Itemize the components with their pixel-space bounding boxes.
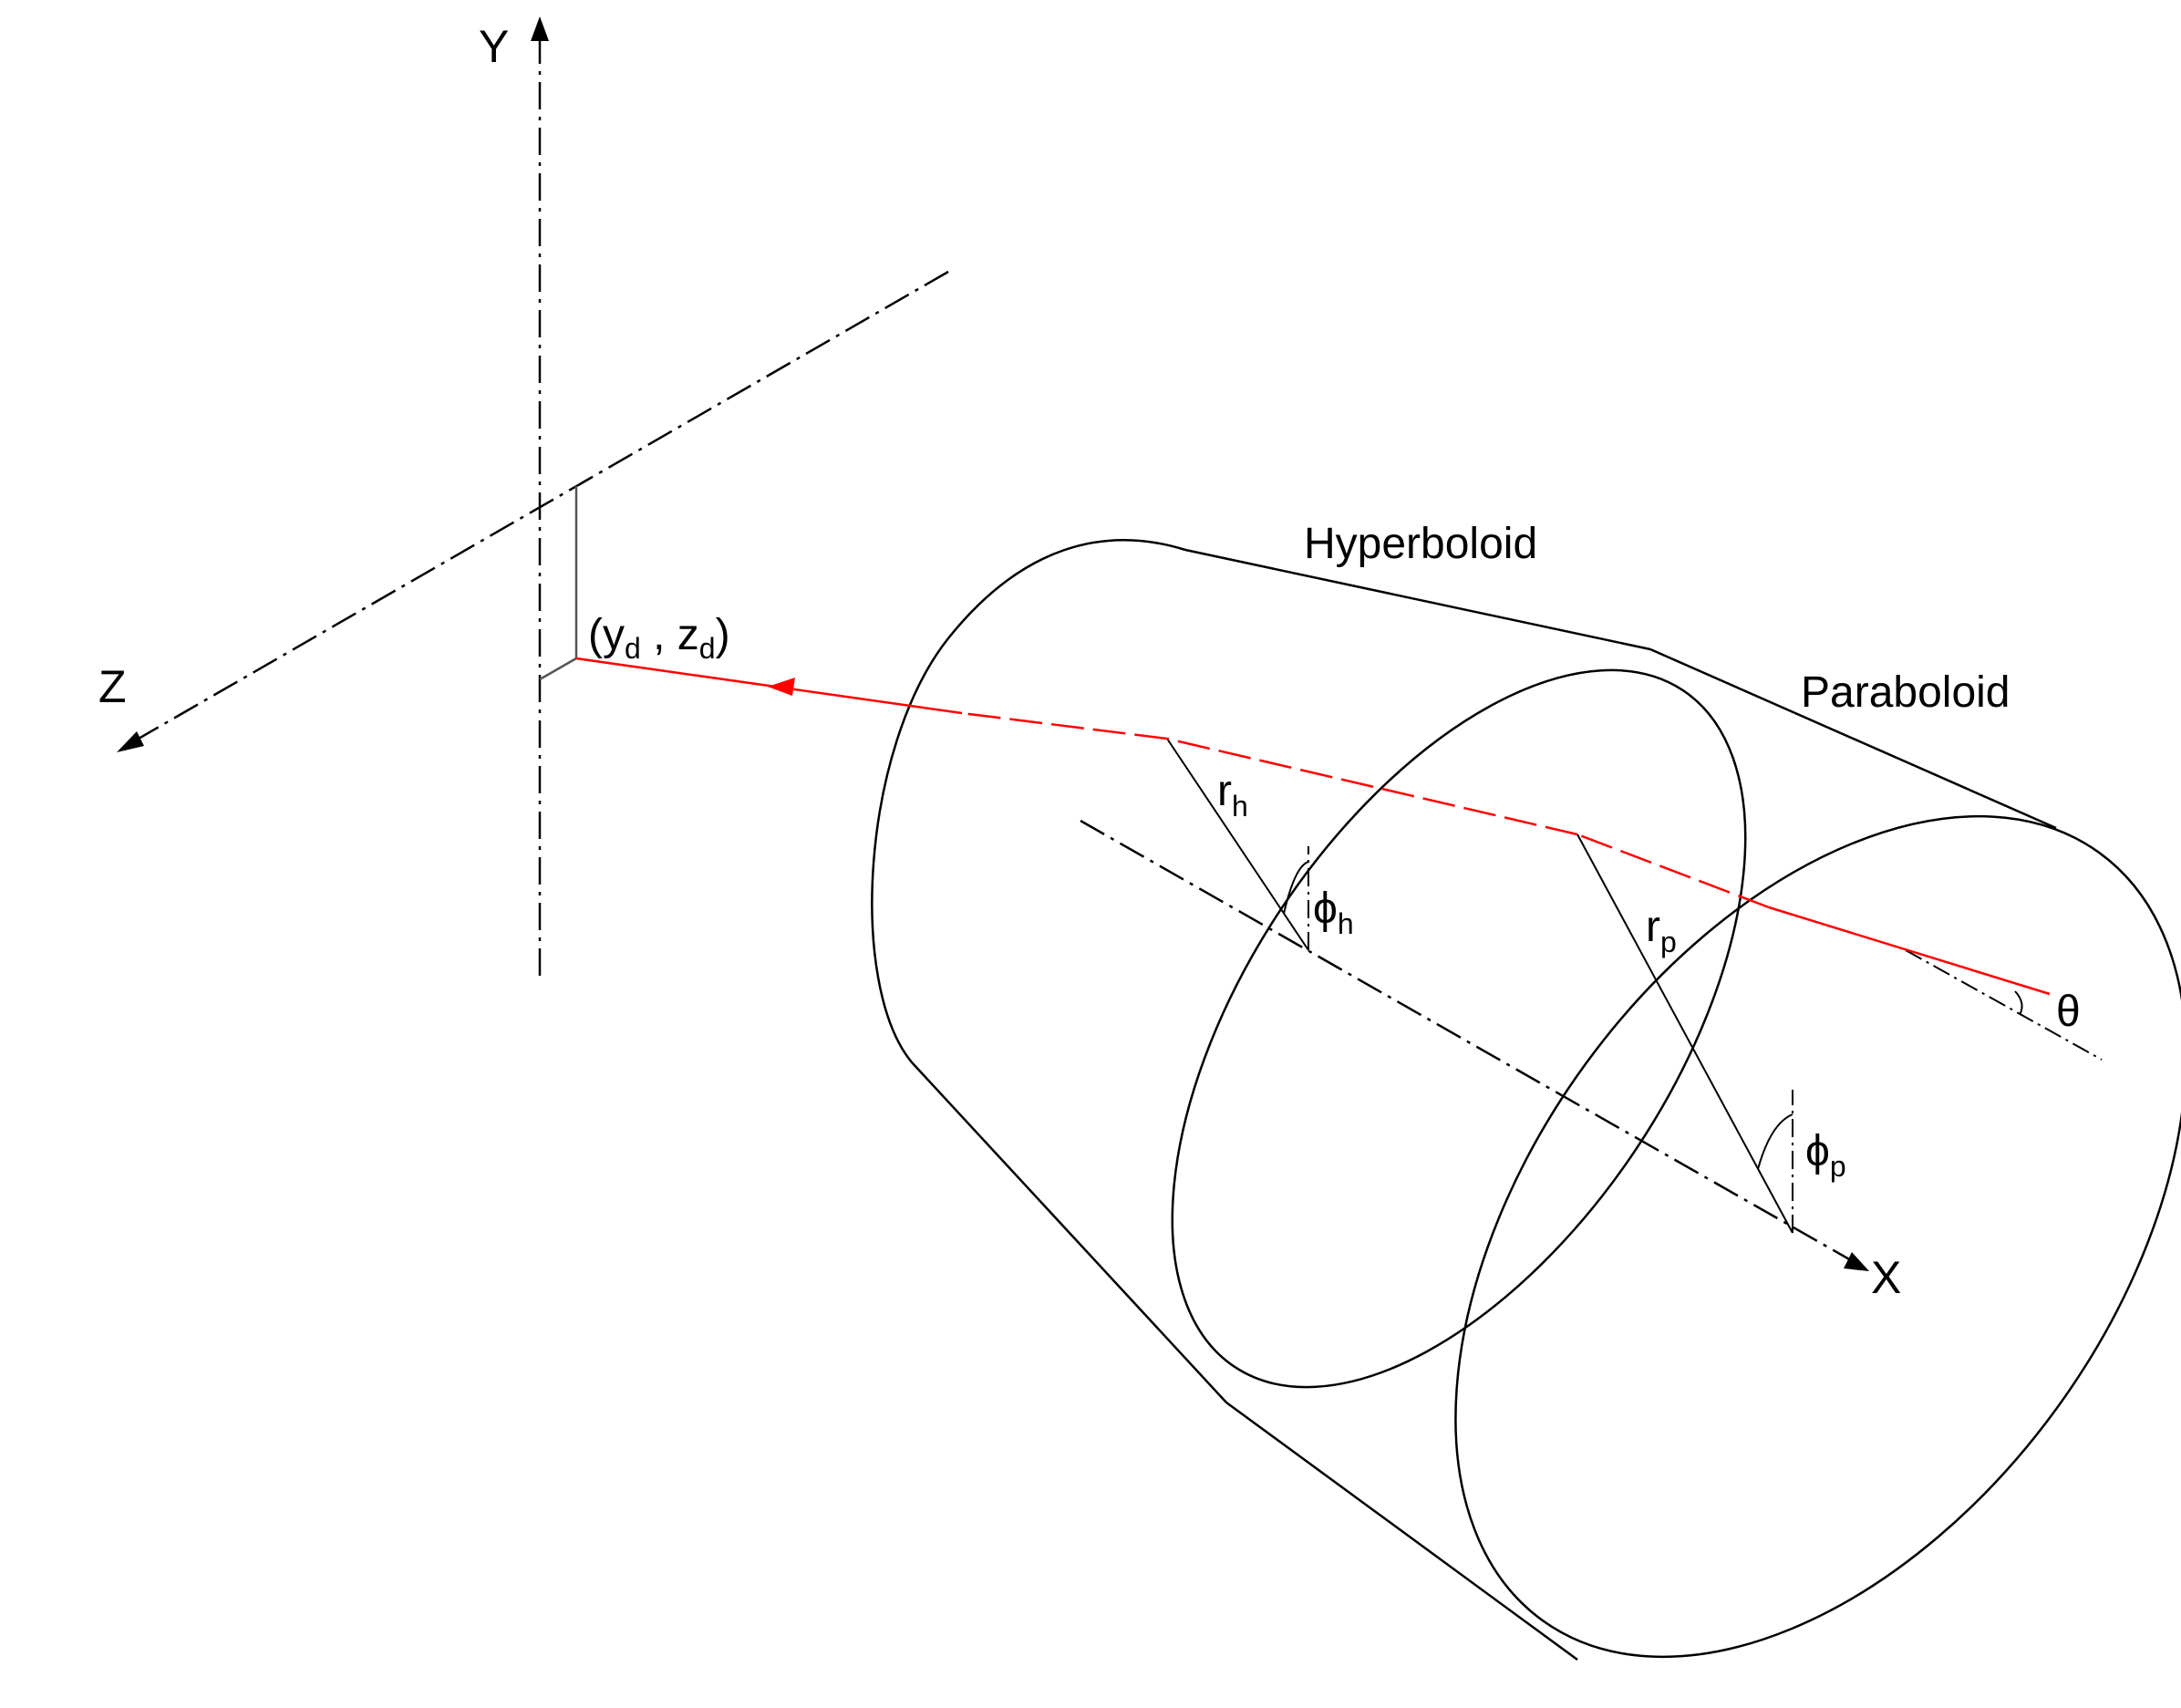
x-axis	[1080, 819, 1869, 1271]
y-axis	[531, 16, 549, 976]
hyperboloid-section	[871, 539, 1747, 1403]
r-h-label: rh	[1217, 767, 1248, 823]
hyperboloid-label: Hyperboloid	[1304, 520, 1537, 568]
y-axis-label: Y	[479, 21, 509, 72]
phi-h-label: ϕh	[1313, 885, 1354, 940]
detector-projection	[539, 486, 578, 681]
ray-path	[575, 657, 2051, 996]
paraboloid-radius	[1576, 833, 1793, 1234]
paraboloid-section	[1225, 647, 2181, 1661]
x-axis-label: X	[1871, 1252, 1901, 1303]
z-axis-label: Z	[98, 661, 127, 712]
detector-coordinate-label: (yd , zd)	[588, 611, 730, 665]
hyperboloid-radius	[1166, 738, 1309, 951]
theta-label: θ	[2056, 988, 2081, 1036]
r-p-label: rp	[1646, 903, 1677, 958]
ray-arrowhead	[768, 678, 795, 696]
incident-angle	[1905, 949, 2103, 1061]
paraboloid-label: Paraboloid	[1801, 668, 2010, 717]
phi-p-label: ϕp	[1805, 1127, 1846, 1183]
z-axis	[117, 270, 949, 752]
